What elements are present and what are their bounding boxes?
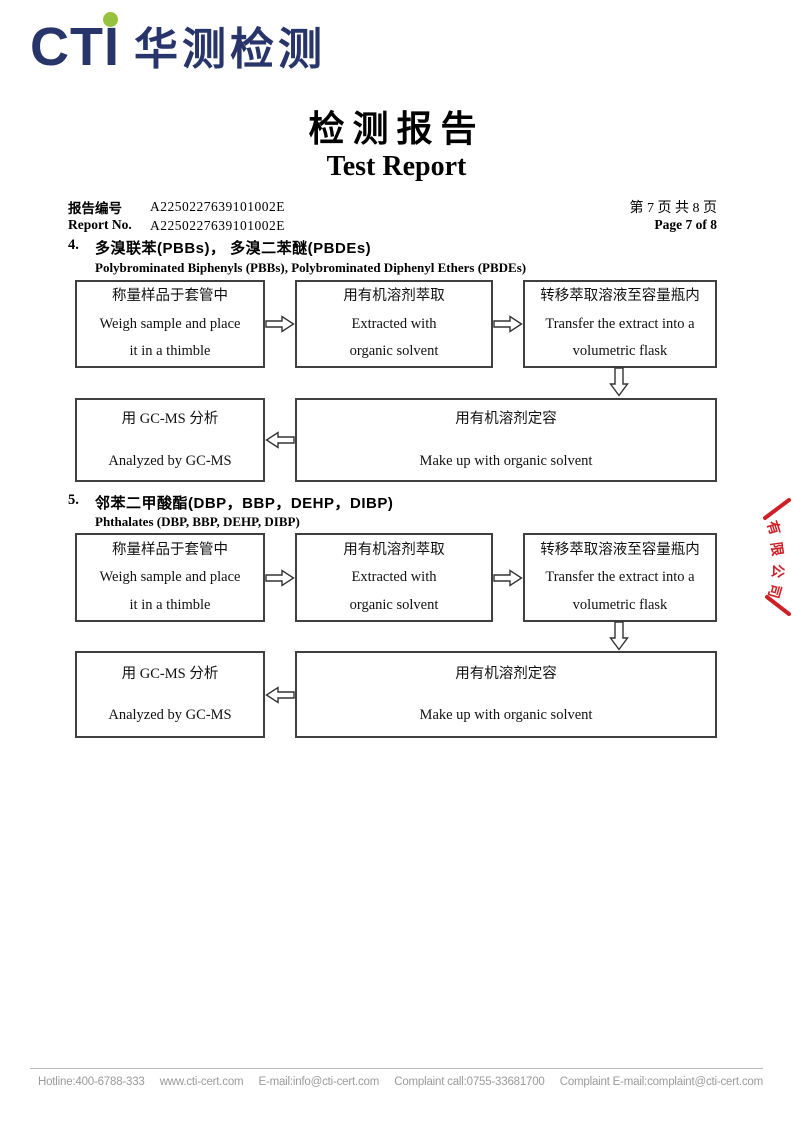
flow-box-transfer: 转移萃取溶液至容量瓶内 Transfer the extract into a … bbox=[523, 533, 717, 622]
report-no-value-1: A2250227639101002E bbox=[150, 199, 285, 214]
page-title-english: Test Report bbox=[326, 151, 467, 182]
flow-box-line: Transfer the extract into a bbox=[545, 315, 695, 332]
flow-box-weigh: 称量样品于套管中 Weigh sample and place it in a … bbox=[75, 533, 265, 622]
section4-number: 4. bbox=[68, 237, 79, 253]
section4-title-cn: 多溴联苯(PBBs)， 多溴二苯醚(PBDEs) bbox=[95, 240, 372, 257]
flow-box-line: 称量样品于套管中 bbox=[112, 541, 228, 558]
right-arrow-icon bbox=[265, 569, 295, 587]
section4-title-en: Polybrominated Biphenyls (PBBs), Polybro… bbox=[95, 260, 527, 275]
green-dot-icon bbox=[103, 12, 118, 27]
flow-box-line: it in a thimble bbox=[129, 596, 211, 613]
report-no-value-2: A2250227639101002E bbox=[150, 218, 285, 233]
flow-box-line: 称量样品于套管中 bbox=[112, 288, 228, 305]
page-number-en: Page 7 of 8 bbox=[654, 217, 717, 232]
footer-complaint-call: Complaint call:0755-33681700 bbox=[394, 1076, 545, 1088]
right-arrow-icon bbox=[493, 569, 523, 587]
flow-box-analyze: 用 GC-MS 分析 Analyzed by GC-MS bbox=[75, 398, 265, 482]
flow-box-line: Make up with organic solvent bbox=[419, 452, 593, 469]
cti-letters: CTI bbox=[30, 17, 120, 77]
flow-box-line: Make up with organic solvent bbox=[419, 707, 593, 723]
section5-title-en: Phthalates (DBP, BBP, DEHP, DIBP) bbox=[95, 514, 300, 529]
flow-box-makeup: 用有机溶剂定容 Make up with organic solvent bbox=[295, 398, 717, 482]
flow-box-line: 用有机溶剂定容 bbox=[455, 665, 557, 682]
footer: Hotline:400-6788-333 www.cti-cert.com E-… bbox=[38, 1076, 763, 1088]
left-arrow-icon bbox=[265, 686, 295, 704]
seal-char: 司 bbox=[764, 582, 783, 600]
cti-logo-text: CTI bbox=[30, 12, 120, 77]
footer-website: www.cti-cert.com bbox=[159, 1076, 244, 1088]
flow-box-line: volumetric flask bbox=[572, 596, 668, 613]
flow-box-makeup: 用有机溶剂定容 Make up with organic solvent bbox=[295, 651, 717, 738]
footer-email: E-mail:info@cti-cert.com bbox=[258, 1076, 380, 1088]
flow-box-line: 转移萃取溶液至容量瓶内 bbox=[540, 288, 700, 305]
flow-box-line: organic solvent bbox=[349, 343, 439, 360]
flow-box-line: volumetric flask bbox=[572, 343, 668, 360]
flow-box-line: 用有机溶剂定容 bbox=[455, 411, 557, 427]
down-arrow-icon bbox=[609, 621, 629, 651]
right-arrow-icon bbox=[493, 315, 523, 333]
seal-char: 限 bbox=[767, 541, 785, 557]
right-arrow-icon bbox=[265, 315, 295, 333]
flow-box-line: 转移萃取溶液至容量瓶内 bbox=[540, 541, 700, 558]
page-title-chinese: 检测报告 bbox=[308, 109, 485, 149]
left-arrow-icon bbox=[265, 431, 295, 449]
section5-number: 5. bbox=[68, 492, 79, 508]
flow-box-transfer: 转移萃取溶液至容量瓶内 Transfer the extract into a … bbox=[523, 280, 717, 368]
flow-box-line: 用有机溶剂萃取 bbox=[343, 541, 445, 558]
cti-logo: CTI 华测检测 bbox=[30, 12, 326, 77]
flow-box-weigh: 称量样品于套管中 Weigh sample and place it in a … bbox=[75, 280, 265, 368]
flow-box-analyze: 用 GC-MS 分析 Analyzed by GC-MS bbox=[75, 651, 265, 738]
page-number-cn: 第 7 页 共 8 页 bbox=[629, 201, 718, 216]
seal-char: 公 bbox=[768, 563, 785, 578]
flow-box-line: Transfer the extract into a bbox=[545, 569, 695, 586]
flow-box-line: Weigh sample and place bbox=[99, 569, 241, 586]
flow-box-line: 用 GC-MS 分析 bbox=[121, 411, 219, 427]
flow-box-line: it in a thimble bbox=[129, 343, 211, 360]
footer-hotline: Hotline:400-6788-333 bbox=[38, 1076, 145, 1088]
footer-complaint-email: Complaint E-mail:complaint@cti-cert.com bbox=[559, 1076, 763, 1088]
flow-box-line: Extracted with bbox=[351, 569, 437, 586]
footer-divider bbox=[30, 1068, 763, 1069]
company-seal-fragment-icon: 有 限 公 司 bbox=[763, 498, 791, 616]
seal-char: 有 bbox=[763, 519, 783, 538]
flow-box-extract: 用有机溶剂萃取 Extracted with organic solvent bbox=[295, 533, 493, 622]
flow-box-extract: 用有机溶剂萃取 Extracted with organic solvent bbox=[295, 280, 493, 368]
flow-box-line: Weigh sample and place bbox=[99, 315, 241, 332]
flow-box-line: Analyzed by GC-MS bbox=[108, 452, 232, 469]
flow-box-line: organic solvent bbox=[349, 596, 439, 613]
cti-logo-chinese: 华测检测 bbox=[134, 25, 326, 74]
report-no-label-cn: 报告编号 bbox=[68, 201, 122, 216]
section5-title-cn: 邻苯二甲酸酯(DBP，BBP，DEHP，DIBP) bbox=[95, 495, 394, 512]
down-arrow-icon bbox=[609, 367, 629, 397]
flow-box-line: 用有机溶剂萃取 bbox=[343, 288, 445, 305]
flow-box-line: 用 GC-MS 分析 bbox=[121, 665, 219, 682]
flow-box-line: Analyzed by GC-MS bbox=[108, 707, 232, 723]
flow-box-line: Extracted with bbox=[351, 315, 437, 332]
report-no-label-en: Report No. bbox=[68, 217, 132, 232]
